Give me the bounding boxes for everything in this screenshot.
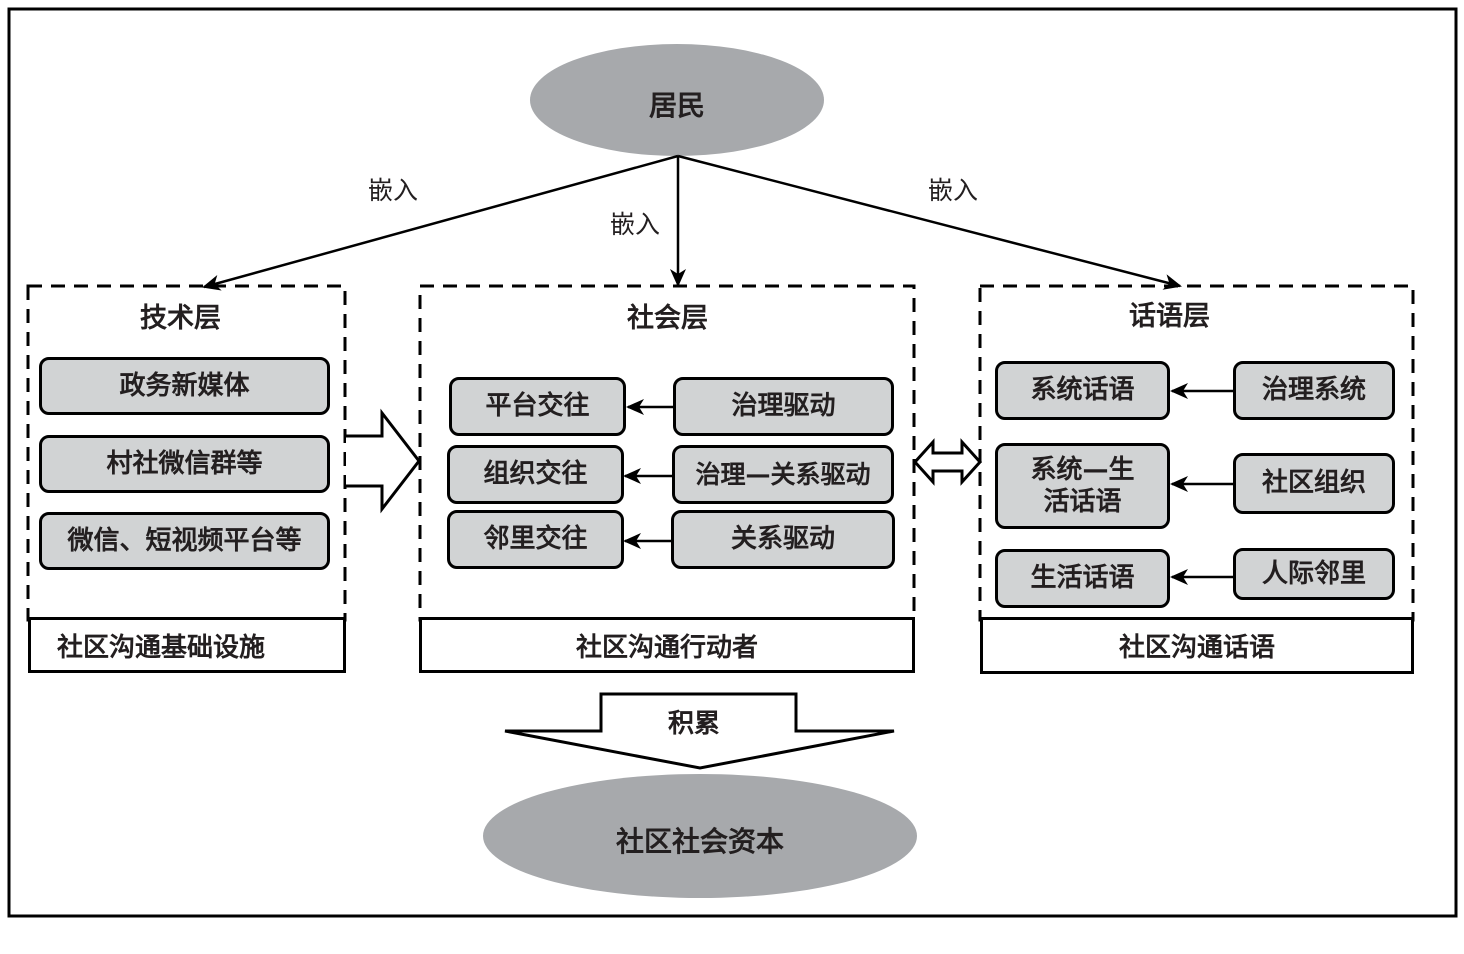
social-node-label: 治理驱动	[731, 391, 836, 422]
discourse-layer-box	[978, 284, 1415, 622]
social-right-1: 治理驱动	[673, 377, 894, 436]
social-layer-title: 社会层	[627, 303, 708, 334]
social-left-2: 组织交往	[447, 445, 624, 504]
social-footer-label: 社区沟通行动者	[575, 632, 758, 663]
discourse-node-label: 生活话语	[1030, 563, 1135, 594]
accumulate-arrow	[504, 692, 895, 770]
discourse-node-label: 治理系统	[1261, 375, 1366, 406]
discourse-right-2: 社区组织	[1233, 453, 1395, 514]
tech-footer-label: 社区沟通基础设施	[57, 632, 266, 663]
tech-layer-footer: 社区沟通基础设施	[28, 617, 346, 673]
discourse-left-3: 生活话语	[995, 549, 1170, 608]
discourse-footer-label: 社区沟通话语	[1118, 633, 1275, 663]
discourse-right-3: 人际邻里	[1233, 548, 1395, 600]
tech-layer-title: 技术层	[140, 303, 221, 334]
embed-arrow-tech	[202, 154, 679, 291]
embed-label-tech: 嵌入	[368, 176, 419, 205]
embed-arrow-discourse	[677, 154, 1182, 290]
social-node-label: 组织交往	[483, 459, 588, 490]
discourse-node-label: 社区组织	[1261, 468, 1366, 499]
tech-item-label: 政务新媒体	[119, 370, 250, 401]
social-layer-footer: 社区沟通行动者	[419, 617, 915, 673]
tech-item-gov-media: 政务新媒体	[39, 357, 330, 415]
embed-label-discourse: 嵌入	[928, 176, 979, 205]
residents-ellipse	[530, 44, 824, 156]
social-node-label: 治理—关系驱动	[695, 459, 871, 489]
social-node-label: 平台交往	[485, 391, 590, 422]
tech-to-social-arrow	[346, 408, 421, 514]
accumulate-label: 积累	[668, 709, 721, 739]
social-node-label: 邻里交往	[483, 524, 588, 555]
discourse-left-1: 系统话语	[995, 361, 1170, 420]
outer-frame	[7, 7, 1458, 918]
social-right-3: 关系驱动	[671, 510, 895, 569]
social-capital-label: 社区社会资本	[615, 825, 784, 858]
discourse-node-label: 人际邻里	[1261, 558, 1366, 589]
social-capital-ellipse	[483, 774, 917, 898]
residents-label: 居民	[648, 89, 705, 122]
social-left-1: 平台交往	[449, 377, 626, 436]
social-left-3: 邻里交往	[447, 510, 624, 569]
embed-label-social: 嵌入	[610, 210, 661, 239]
discourse-left-2: 系统—生活话语	[995, 443, 1170, 529]
tech-item-label: 村社微信群等	[106, 448, 263, 479]
tech-item-village-wechat: 村社微信群等	[39, 435, 330, 493]
discourse-right-1: 治理系统	[1233, 361, 1395, 420]
discourse-layer-footer: 社区沟通话语	[980, 617, 1414, 674]
discourse-node-label: 系统—生活话语	[1030, 454, 1135, 518]
tech-item-label: 微信、短视频平台等	[67, 525, 302, 556]
discourse-node-label: 系统话语	[1030, 375, 1135, 406]
social-discourse-double-arrow	[912, 438, 983, 486]
social-node-label: 关系驱动	[730, 524, 835, 555]
social-right-2: 治理—关系驱动	[672, 445, 894, 504]
discourse-layer-title: 话语层	[1129, 301, 1210, 332]
tech-item-wechat-video: 微信、短视频平台等	[39, 512, 330, 570]
